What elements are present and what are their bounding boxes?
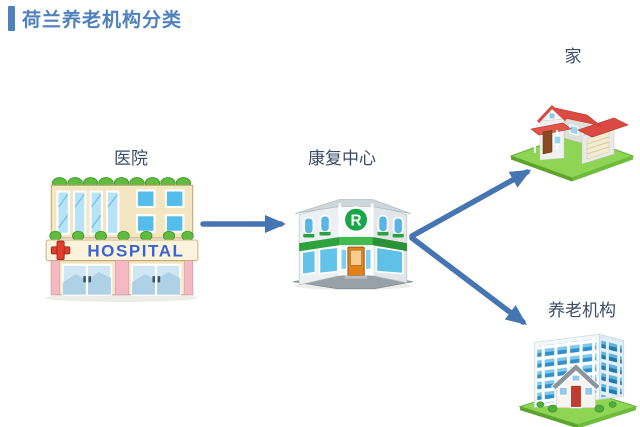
house-roof <box>550 363 601 391</box>
lawn <box>509 133 635 179</box>
rehab-logo-circle <box>342 206 370 234</box>
window-planters <box>303 231 404 238</box>
rehab-logo-letter: R <box>351 212 362 229</box>
garage-roof <box>577 117 629 138</box>
front-door <box>542 130 553 155</box>
home-label: 家 <box>564 47 582 66</box>
title-accent-bar <box>8 5 15 31</box>
nursing-home-building-icon <box>518 333 638 427</box>
arrow-rehab-to-nursing-icon <box>409 235 527 326</box>
rehab-center-building-icon: R <box>292 199 414 290</box>
porch-roof <box>530 122 572 136</box>
hospital-building-icon: HOSPITAL <box>45 177 199 302</box>
page-title: 荷兰养老机构分类 <box>22 9 183 31</box>
rehab-center-label: 康复中心 <box>308 149 376 168</box>
page-header: 荷兰养老机构分类 <box>8 4 182 32</box>
red-cross-icon <box>50 240 71 261</box>
nursing-home-label: 养老机构 <box>548 301 616 320</box>
hospital-label: 医院 <box>114 149 148 168</box>
red-door <box>569 384 583 409</box>
house-icon <box>509 105 635 182</box>
bushes <box>536 401 617 413</box>
hospital-sign-text: HOSPITAL <box>87 242 184 261</box>
